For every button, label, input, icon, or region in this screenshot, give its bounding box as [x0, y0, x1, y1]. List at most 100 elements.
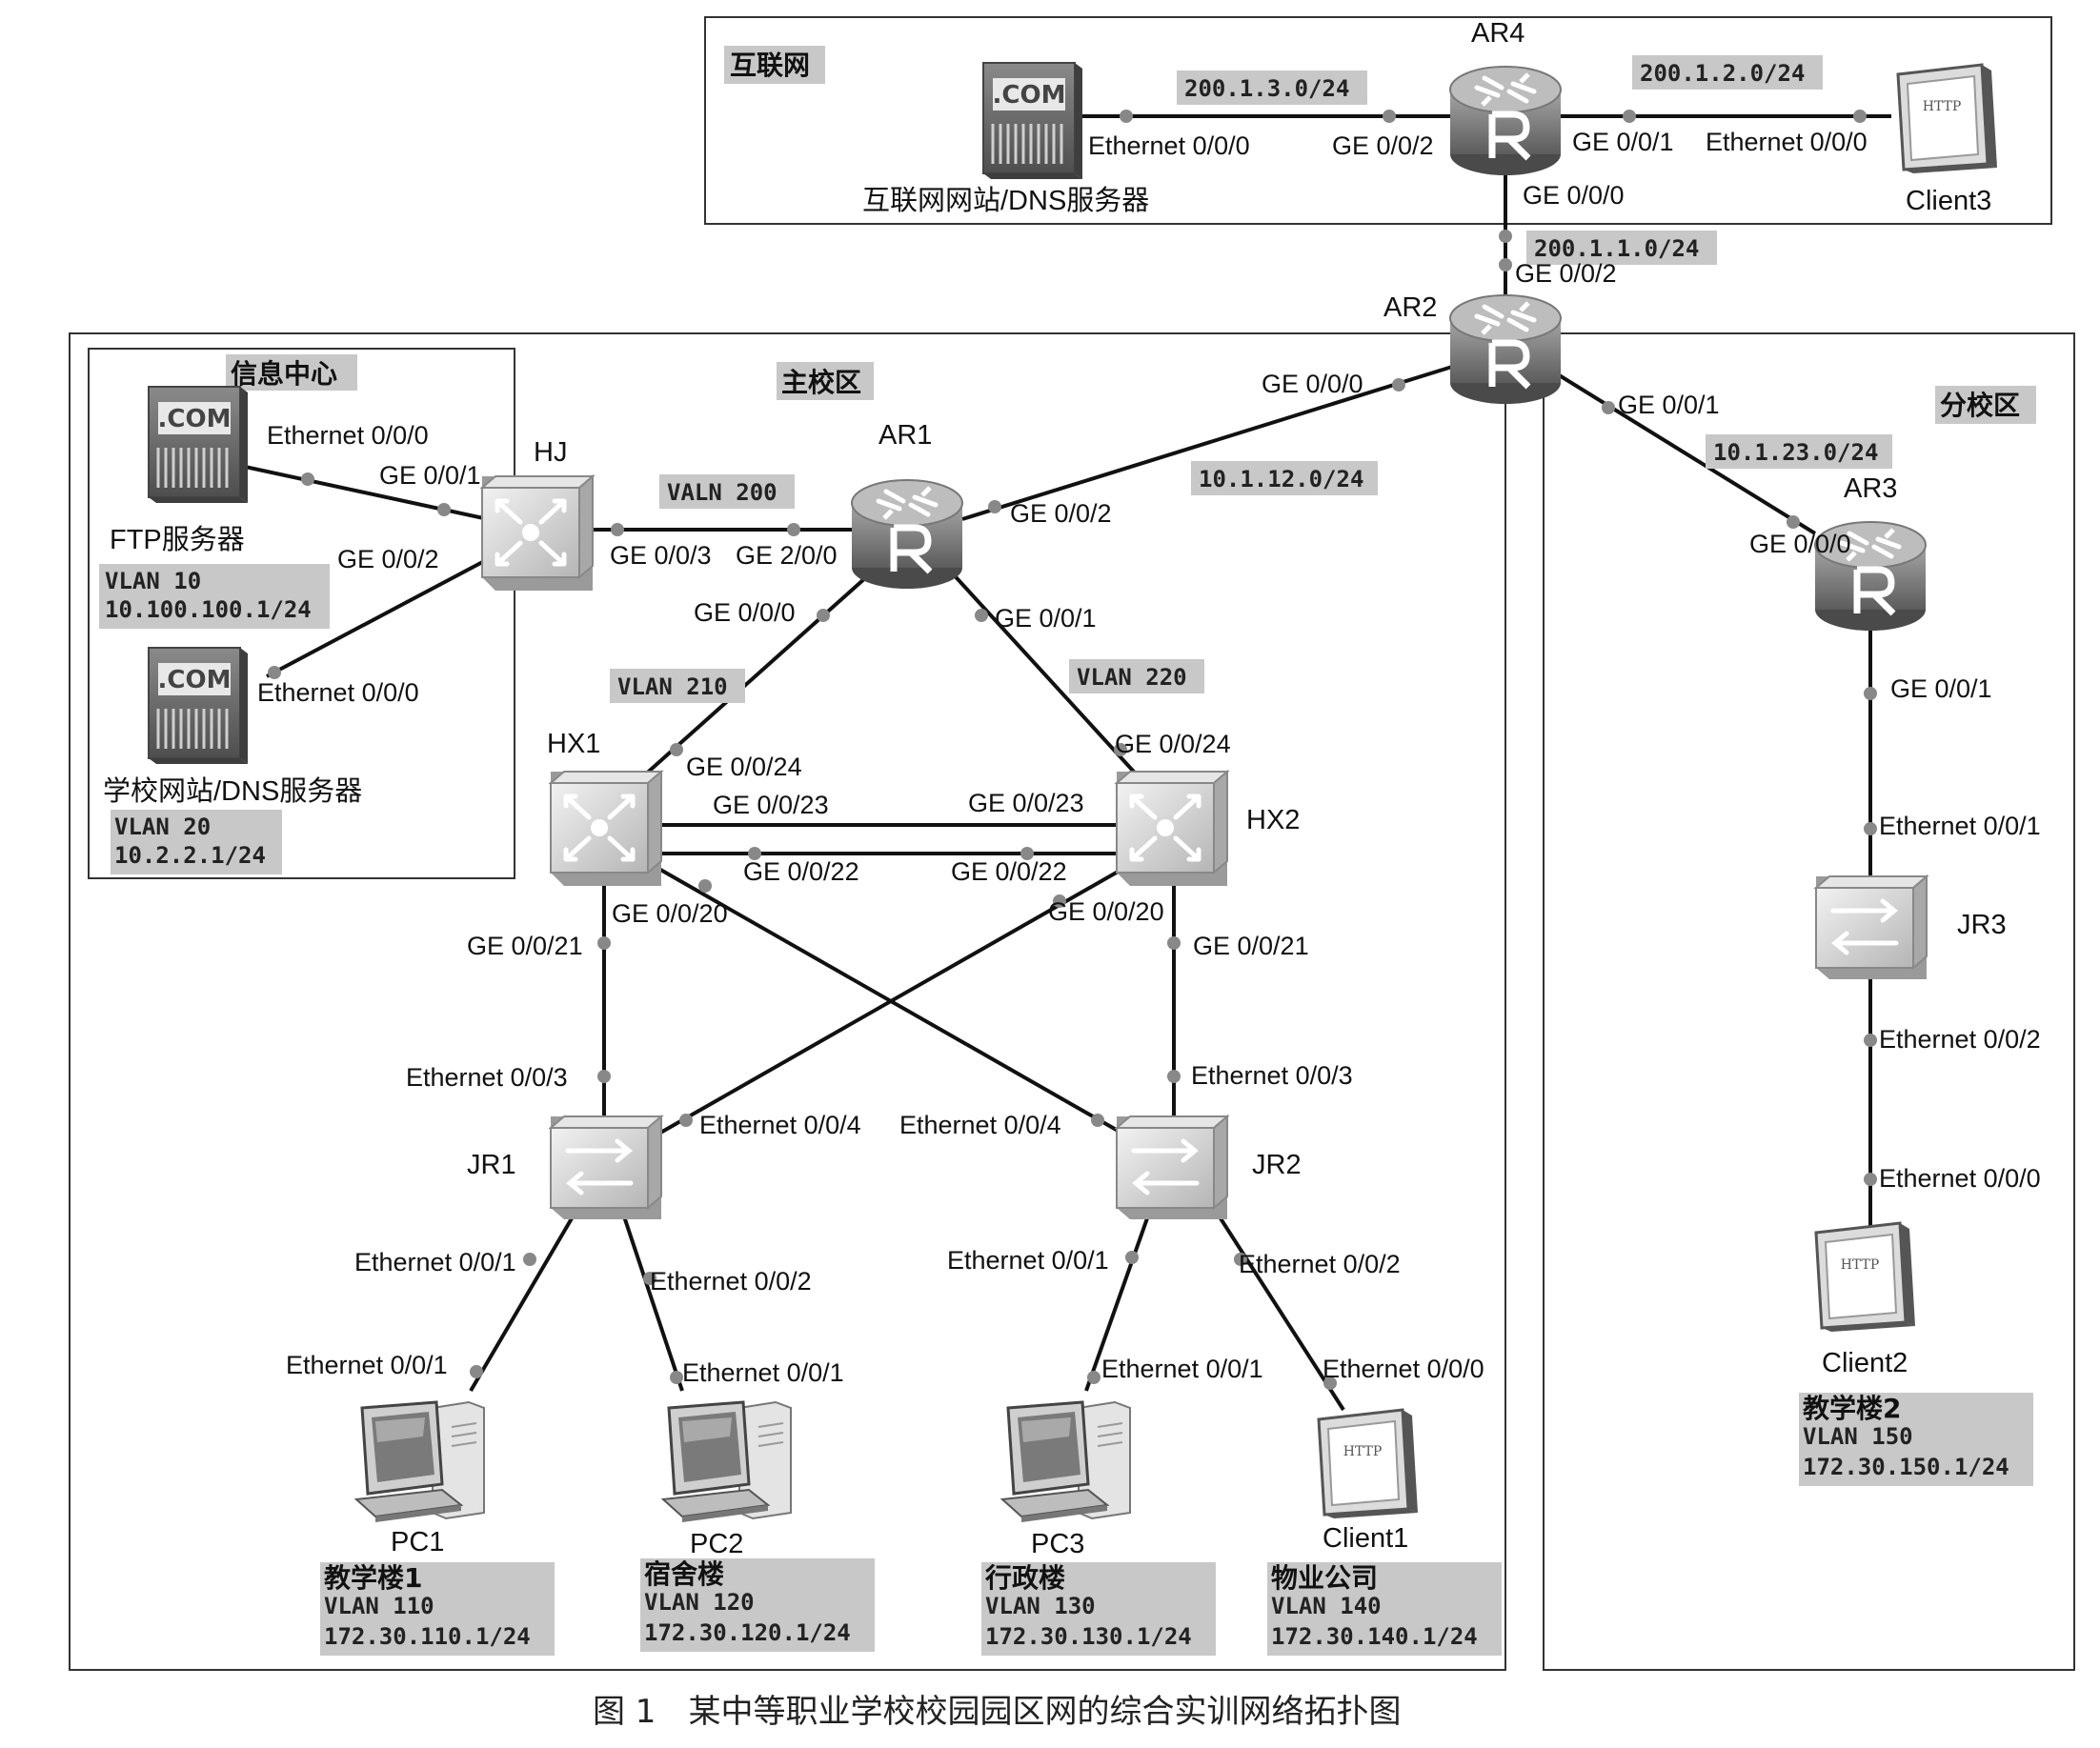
ar2-name: AR2 — [1383, 292, 1437, 323]
port-hx2-g020: GE 0/0/20 — [1048, 897, 1164, 926]
access-switch-jr3-icon[interactable] — [1816, 876, 1927, 979]
router-ar1-icon[interactable] — [852, 480, 962, 589]
client3-icon[interactable]: HTTP — [1896, 63, 1999, 175]
ar3-name: AR3 — [1844, 473, 1897, 504]
port-client3-eth000: Ethernet 0/0/0 — [1706, 128, 1868, 156]
port-pc2-eth001: Ethernet 0/0/1 — [682, 1358, 844, 1387]
core-switch-hj-icon[interactable] — [482, 476, 593, 591]
info-client2-building: 教学楼2 — [1803, 1393, 1901, 1424]
pc3-icon[interactable] — [1000, 1400, 1132, 1524]
port-hx2-g023: GE 0/0/23 — [968, 789, 1084, 817]
school-server-icon[interactable]: .COM — [147, 646, 250, 766]
info-pc2-vlan: VLAN 120 — [644, 1589, 755, 1616]
vlan220-label: VLAN 220 — [1077, 664, 1187, 691]
subnet-10-1-23-bg — [1706, 434, 1892, 469]
port-ar2-g000: GE 0/0/0 — [1262, 370, 1363, 398]
hj-name: HJ — [534, 437, 567, 468]
port-client2-eth000: Ethernet 0/0/0 — [1879, 1164, 2041, 1193]
pc2-icon[interactable] — [661, 1400, 793, 1524]
ftp-server-icon[interactable]: .COM — [147, 385, 250, 505]
port-ar1-g001: GE 0/0/1 — [995, 604, 1097, 633]
port-ar4-g001: GE 0/0/1 — [1572, 128, 1674, 156]
subnet-200-1-2: 200.1.2.0/24 — [1640, 60, 1805, 87]
port-jr1-eth004: Ethernet 0/0/4 — [699, 1111, 861, 1139]
info-center-title-bg — [226, 354, 357, 391]
com-label: .COM — [158, 405, 232, 433]
internet-server-icon[interactable]: .COM — [981, 61, 1084, 181]
port-jr2-eth002: Ethernet 0/0/2 — [1239, 1250, 1401, 1278]
link-jr1-pc2 — [617, 1201, 684, 1392]
pc2-name: PC2 — [690, 1529, 743, 1559]
com-label: .COM — [993, 81, 1066, 110]
port-inet-server-eth000: Ethernet 0/0/0 — [1088, 131, 1250, 160]
subnet-200-1-3: 200.1.3.0/24 — [1184, 75, 1349, 102]
access-switch-jr1-icon[interactable] — [551, 1116, 661, 1219]
port-hx2-g021: GE 0/0/21 — [1193, 932, 1309, 960]
port-hj-g003: GE 0/0/3 — [610, 541, 712, 570]
port-hj-g001: GE 0/0/1 — [379, 461, 481, 490]
client1-icon[interactable]: HTTP — [1317, 1408, 1420, 1520]
jr1-name: JR1 — [467, 1150, 516, 1180]
main-campus-zone-box — [69, 332, 1506, 1671]
port-ar4-g000: GE 0/0/0 — [1523, 181, 1625, 210]
info-ftp-ip: 10.100.100.1/24 — [105, 596, 312, 623]
http-label: HTTP — [1841, 1257, 1880, 1273]
info-pc3-vlan: VLAN 130 — [985, 1593, 1096, 1619]
port-hj-g002: GE 0/0/2 — [337, 545, 439, 573]
info-box-pc1: 教学楼1 VLAN 110 172.30.110.1/24 — [320, 1562, 555, 1656]
subnet-10-1-23: 10.1.23.0/24 — [1713, 439, 1878, 466]
info-pc1-vlan: VLAN 110 — [324, 1593, 434, 1619]
info-pc3-ip: 172.30.130.1/24 — [985, 1623, 1192, 1650]
info-ftp-vlan: VLAN 10 — [105, 568, 201, 594]
core-switch-hx1-icon[interactable] — [551, 772, 661, 886]
com-label: .COM — [158, 666, 232, 694]
port-jr2-eth001: Ethernet 0/0/1 — [947, 1246, 1109, 1275]
branch-campus-title: 分校区 — [1940, 390, 2020, 421]
info-client1-ip: 172.30.140.1/24 — [1271, 1623, 1478, 1650]
ar4-name: AR4 — [1471, 18, 1525, 49]
access-switch-jr2-icon[interactable] — [1117, 1116, 1227, 1219]
port-ar1-g002: GE 0/0/2 — [1010, 499, 1112, 528]
pc1-icon[interactable] — [354, 1400, 486, 1524]
port-jr3-eth001: Ethernet 0/0/1 — [1879, 812, 2041, 840]
info-box-ftp: VLAN 10 10.100.100.1/24 — [99, 564, 330, 629]
port-school-eth000: Ethernet 0/0/0 — [257, 678, 419, 707]
info-center-zone-box — [88, 348, 515, 879]
school-server-name: 学校网站/DNS服务器 — [103, 775, 362, 807]
info-box-client1: 物业公司 VLAN 140 172.30.140.1/24 — [1267, 1562, 1502, 1656]
http-label: HTTP — [1923, 99, 1962, 114]
port-ar2-g002: GE 0/0/2 — [1515, 259, 1617, 288]
info-pc2-ip: 172.30.120.1/24 — [644, 1619, 851, 1646]
link-hx2-jr1 — [655, 865, 1127, 1137]
port-jr2-eth003: Ethernet 0/0/3 — [1191, 1061, 1353, 1090]
internet-zone-title: 互联网 — [730, 50, 810, 81]
subnet-200-1-1: 200.1.1.0/24 — [1534, 235, 1699, 262]
info-box-school: VLAN 20 10.2.2.1/24 — [111, 810, 282, 874]
info-school-ip: 10.2.2.1/24 — [114, 842, 266, 869]
info-pc3-building: 行政楼 — [984, 1562, 1065, 1594]
link-jr2-client1 — [1208, 1200, 1345, 1412]
info-client2-vlan: VLAN 150 — [1803, 1423, 1913, 1450]
client2-name: Client2 — [1822, 1348, 1908, 1378]
internet-server-name: 互联网网站/DNS服务器 — [862, 185, 1149, 216]
info-box-pc2: 宿舍楼 VLAN 120 172.30.120.1/24 — [640, 1558, 875, 1652]
port-pc1-eth001: Ethernet 0/0/1 — [286, 1351, 448, 1379]
core-switch-hx2-icon[interactable] — [1117, 772, 1227, 886]
port-jr1-eth003: Ethernet 0/0/3 — [406, 1063, 568, 1092]
port-hx1-g020: GE 0/0/20 — [612, 899, 728, 928]
link-jr1-pc1 — [469, 1200, 583, 1393]
router-ar4-icon[interactable] — [1450, 67, 1561, 175]
router-ar2-icon[interactable] — [1450, 295, 1561, 404]
link-school-hj — [266, 557, 489, 678]
pc3-name: PC3 — [1031, 1529, 1084, 1559]
port-jr2-eth004: Ethernet 0/0/4 — [899, 1111, 1061, 1139]
hx2-name: HX2 — [1246, 805, 1300, 835]
port-ar3-g001: GE 0/0/1 — [1890, 674, 1992, 703]
port-client1-eth000: Ethernet 0/0/0 — [1323, 1355, 1484, 1383]
jr3-name: JR3 — [1957, 910, 2007, 940]
info-client1-vlan: VLAN 140 — [1271, 1593, 1382, 1619]
client2-icon[interactable]: HTTP — [1814, 1221, 1917, 1334]
figure-caption: 图 1 某中等职业学校校园园区网的综合实训网络拓扑图 — [593, 1693, 1401, 1731]
main-campus-title: 主校区 — [781, 367, 861, 398]
